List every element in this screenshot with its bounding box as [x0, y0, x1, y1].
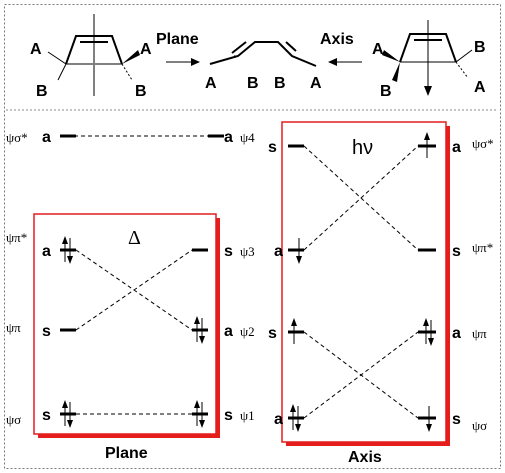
photo-box-frame — [281, 121, 447, 443]
electron-single — [291, 318, 297, 344]
arrow-plane: Plane — [156, 31, 200, 66]
photo-caption: Axis — [348, 449, 382, 466]
cyclobutene-left: A A B B — [30, 14, 152, 100]
symmetry-label: s — [224, 243, 233, 260]
orbital-label: ψ3 — [240, 244, 255, 259]
thermal-box: Δ Plane — [33, 213, 220, 462]
electron-single — [296, 238, 302, 264]
electron-pair — [194, 400, 205, 428]
orbital-label: ψ2 — [240, 324, 255, 339]
orbital-label: ψσ — [472, 418, 487, 433]
sub-label: B — [36, 83, 48, 100]
symmetry-label: s — [224, 407, 233, 424]
orbital-label: ψπ* — [6, 230, 27, 245]
orbital-label: ψσ* — [6, 130, 28, 145]
sub-label: A — [372, 41, 384, 58]
symmetry-label: s — [452, 411, 461, 428]
symmetry-label: s — [268, 139, 277, 156]
sub-label: B — [474, 39, 486, 56]
sub-label: B — [247, 75, 259, 92]
orbital-label: ψσ — [6, 412, 21, 427]
cyclobutene-right: A B B A — [372, 20, 486, 100]
thermal-box-frame — [33, 213, 217, 435]
orbital-label: ψπ — [472, 326, 487, 341]
sub-label: A — [310, 75, 322, 92]
symmetry-label: a — [224, 129, 233, 146]
product-diene: A B B A — [205, 41, 322, 92]
orbital-label: ψπ* — [472, 240, 493, 255]
sub-label: A — [140, 41, 152, 58]
orbital-label: ψσ* — [472, 136, 494, 151]
sub-label: A — [205, 75, 217, 92]
symmetry-label: s — [268, 325, 277, 342]
orbital-label: ψπ — [6, 320, 21, 335]
orbital-label: ψ4 — [240, 130, 255, 145]
outer-frame — [4, 4, 501, 469]
arrow-axis-label: Axis — [320, 31, 354, 48]
symmetry-label: s — [42, 323, 51, 340]
symmetry-label: a — [224, 323, 233, 340]
electron-single — [426, 406, 432, 432]
photo-box: hν Axis — [281, 121, 450, 466]
electron-pair — [423, 318, 434, 346]
thermal-caption: Plane — [105, 445, 148, 462]
correlation-line — [303, 145, 419, 251]
sub-label: B — [274, 75, 286, 92]
electron-pair — [62, 400, 73, 428]
orbital-label: ψ1 — [240, 408, 255, 423]
thermal-symbol: Δ — [128, 227, 141, 249]
symmetry-label: s — [452, 243, 461, 260]
symmetry-label: a — [274, 243, 283, 260]
photo-symbol: hν — [352, 137, 373, 159]
symmetry-label: a — [42, 243, 51, 260]
sub-label: A — [474, 79, 486, 96]
electron-single — [424, 132, 430, 158]
symmetry-label: a — [452, 325, 461, 342]
symmetry-label: a — [42, 129, 51, 146]
arrow-plane-label: Plane — [156, 31, 199, 48]
electron-pair — [290, 404, 301, 432]
symmetry-label: a — [452, 139, 461, 156]
correlation-line — [75, 249, 193, 331]
sub-label: B — [135, 83, 147, 100]
electron-pair — [194, 316, 205, 344]
electron-pair — [62, 236, 73, 264]
symmetry-label: s — [42, 407, 51, 424]
arrow-axis: Axis — [320, 31, 362, 66]
sub-label: A — [30, 41, 42, 58]
symmetry-label: a — [274, 411, 283, 428]
correlation-line — [303, 331, 419, 419]
sub-label: B — [380, 83, 392, 100]
